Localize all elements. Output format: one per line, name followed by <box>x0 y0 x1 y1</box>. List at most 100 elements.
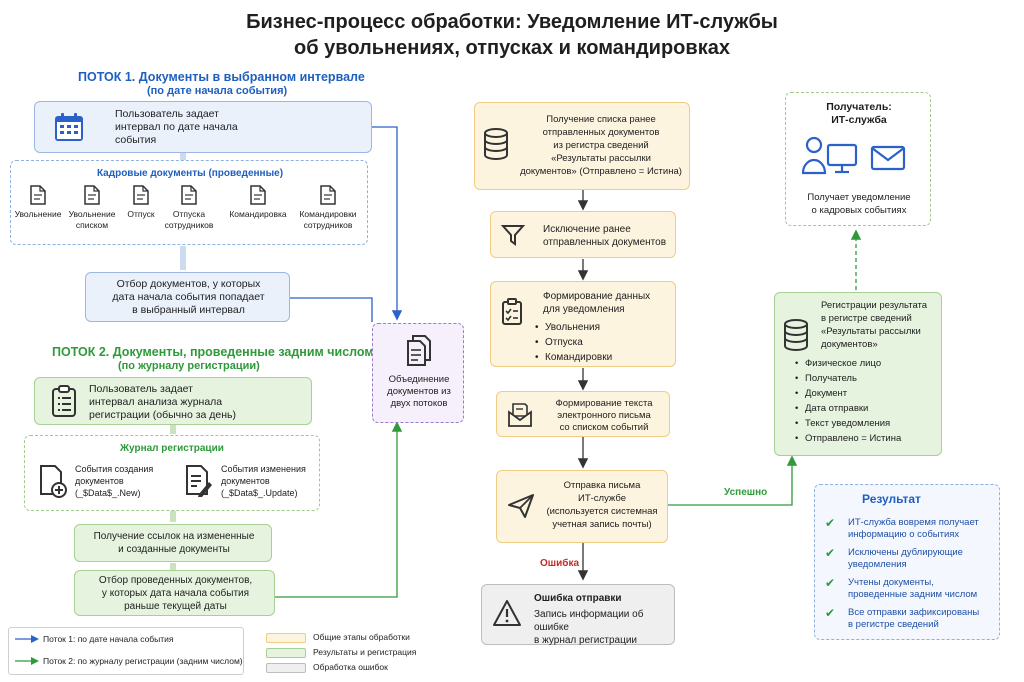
legend-results: Результаты и регистрация <box>313 647 417 657</box>
result-item: Учтены документы,проведенные задним числ… <box>848 577 977 601</box>
hr-document-item: Командировка <box>226 185 290 220</box>
flow2-subheading: (по журналу регистрации) <box>118 360 260 372</box>
check-icon: ✔ <box>825 606 836 620</box>
journal-update-line3: (_$Data$_.Update) <box>221 488 298 498</box>
document-icon <box>84 185 100 205</box>
center-s5-line3: (используется системная <box>546 506 658 517</box>
flow1-subheading: (по дате начала события) <box>147 85 288 97</box>
step-build-data: Формирование данных для уведомления Увол… <box>490 281 676 367</box>
result-item-line2: уведомления <box>848 559 907 570</box>
register-line1: Регистрации результата <box>821 300 928 311</box>
recipient-title1: Получатель: <box>826 101 892 113</box>
hr-documents-group: Кадровые документы (проведенные) <box>10 160 368 245</box>
center-s5-line4: учетная запись почты) <box>552 519 652 530</box>
center-s3-line1: Формирование данных <box>543 291 651 302</box>
list-item: Увольнения <box>535 322 612 334</box>
journal-create-line2: документов <box>75 476 124 486</box>
hr-document-label-2: списком <box>75 220 109 230</box>
recipient-line1: Получает уведомление <box>807 192 911 203</box>
result-item-line1: Учтены документы, <box>848 577 934 588</box>
list-item: Отправлено = Истина <box>795 433 901 445</box>
recipient-title2: ИТ-служба <box>831 114 887 126</box>
center-s3-line2: для уведомления <box>543 304 625 315</box>
clipboard-check-icon <box>502 298 522 325</box>
center-s3-list: Увольнения Отпуска Командировки <box>535 319 612 364</box>
merge-line1: Объединение <box>388 374 450 385</box>
center-s4-line3: со списком событий <box>559 422 649 433</box>
flow2-step1-line1: Пользователь задает <box>89 383 193 395</box>
filter-icon <box>501 225 525 246</box>
flow1-step3-line1: Отбор документов, у которых <box>116 278 261 290</box>
page-title: Бизнес-процесс обработки: Уведомление ИТ… <box>246 11 778 33</box>
legend-results-swatch <box>266 648 306 658</box>
journal-group: Журнал регистрации События создания доку… <box>24 435 320 511</box>
hr-document-item: Отпуск <box>109 185 173 220</box>
merge-flows: Объединение документов из двух потоков <box>372 323 464 423</box>
step-exclude-sent: Исключение ранее отправленных документов <box>490 211 676 258</box>
center-s1-line5: документов» (Отправлено = Истина) <box>520 166 682 177</box>
document-edit-icon <box>186 465 212 497</box>
legend-green-arrow <box>15 657 39 665</box>
hr-documents-title: Кадровые документы (проведенные) <box>96 168 284 179</box>
database-icon <box>784 319 808 351</box>
result-item-line2: проведенные задним числом <box>848 589 978 600</box>
flow2-step3-line1: Получение ссылок на измененные <box>93 531 255 542</box>
register-line3: «Результаты рассылки <box>821 326 921 337</box>
warning-icon <box>493 600 521 626</box>
flow2-step-set-interval: Пользователь задает интервал анализа жур… <box>34 377 312 425</box>
result-item-line1: Все отправки зафиксированы <box>848 607 980 618</box>
flow2-step4-line1: Отбор проведенных документов, <box>98 575 253 586</box>
result-item-line2: в регистре сведений <box>848 619 939 630</box>
merge-line3: двух потоков <box>390 398 448 409</box>
flow1-step1-line1: Пользователь задает <box>115 108 219 120</box>
hr-document-label: Увольнение <box>14 209 62 219</box>
list-item: Командировки <box>535 352 612 364</box>
flow2-step1-line3: регистрации (обычно за день) <box>89 409 236 421</box>
flow2-step-filter: Отбор проведенных документов, у которых … <box>74 570 275 616</box>
journal-update-line2: документов <box>221 476 270 486</box>
error-line2: в журнал регистрации <box>534 635 637 646</box>
register-fields: Физическое лицо Получатель Документ Дата… <box>795 355 901 445</box>
flow1-step1-line2: интервал по дате начала <box>115 121 238 133</box>
recipient-it-service: Получатель: ИТ-служба Получает уведомлен… <box>785 92 931 226</box>
center-s4-line1: Формирование текста <box>555 398 653 409</box>
result-item-line1: Исключены дублирующие <box>848 547 963 558</box>
error-label: Ошибка <box>540 558 580 569</box>
list-item: Отпуска <box>535 337 612 349</box>
result-item-line1: ИТ-служба вовремя получает <box>848 517 979 528</box>
flow2-step1-line2: интервал анализа журнала <box>89 396 223 408</box>
hr-document-label: Командировки <box>299 209 357 219</box>
step-get-sent-list: Получение списка ранее отправленных доку… <box>474 102 690 190</box>
document-icon <box>133 185 149 205</box>
register-line2: в регистре сведений <box>821 313 912 324</box>
flow1-step3-line2: дата начала события попадает <box>112 291 265 303</box>
merge-line2: документов из <box>387 386 451 397</box>
flow1-step-set-interval: Пользователь задает интервал по дате нач… <box>34 101 372 153</box>
center-s1-line1: Получение списка ранее <box>546 114 656 125</box>
hr-document-label: Увольнение <box>68 209 116 219</box>
legend-flows: Поток 1: по дате начала события Поток 2:… <box>8 627 244 675</box>
center-s5-line1: Отправка письма <box>563 480 641 491</box>
journal-title: Журнал регистрации <box>120 443 224 454</box>
register-line4: документов» <box>821 339 878 350</box>
journal-update-line1: События изменения <box>221 464 306 474</box>
document-icon <box>181 185 197 205</box>
mail-icon <box>870 145 906 171</box>
legend-common-swatch <box>266 633 306 643</box>
flow1-step-filter: Отбор документов, у которых дата начала … <box>85 272 290 322</box>
step-build-email: Формирование текста электронного письма … <box>496 391 670 437</box>
center-s5-line2: ИТ-службе <box>577 493 627 504</box>
list-item: Документ <box>795 388 901 400</box>
legend-common: Общие этапы обработки <box>313 632 410 642</box>
check-icon: ✔ <box>825 546 836 560</box>
list-item: Дата отправки <box>795 403 901 415</box>
document-icon <box>30 185 46 205</box>
flow2-step3-line2: и созданные документы <box>118 544 230 555</box>
success-label: Успешно <box>724 487 768 498</box>
error-line1: Запись информации об ошибке <box>534 609 644 633</box>
journal-create-line3: (_$Data$_.New) <box>75 488 141 498</box>
